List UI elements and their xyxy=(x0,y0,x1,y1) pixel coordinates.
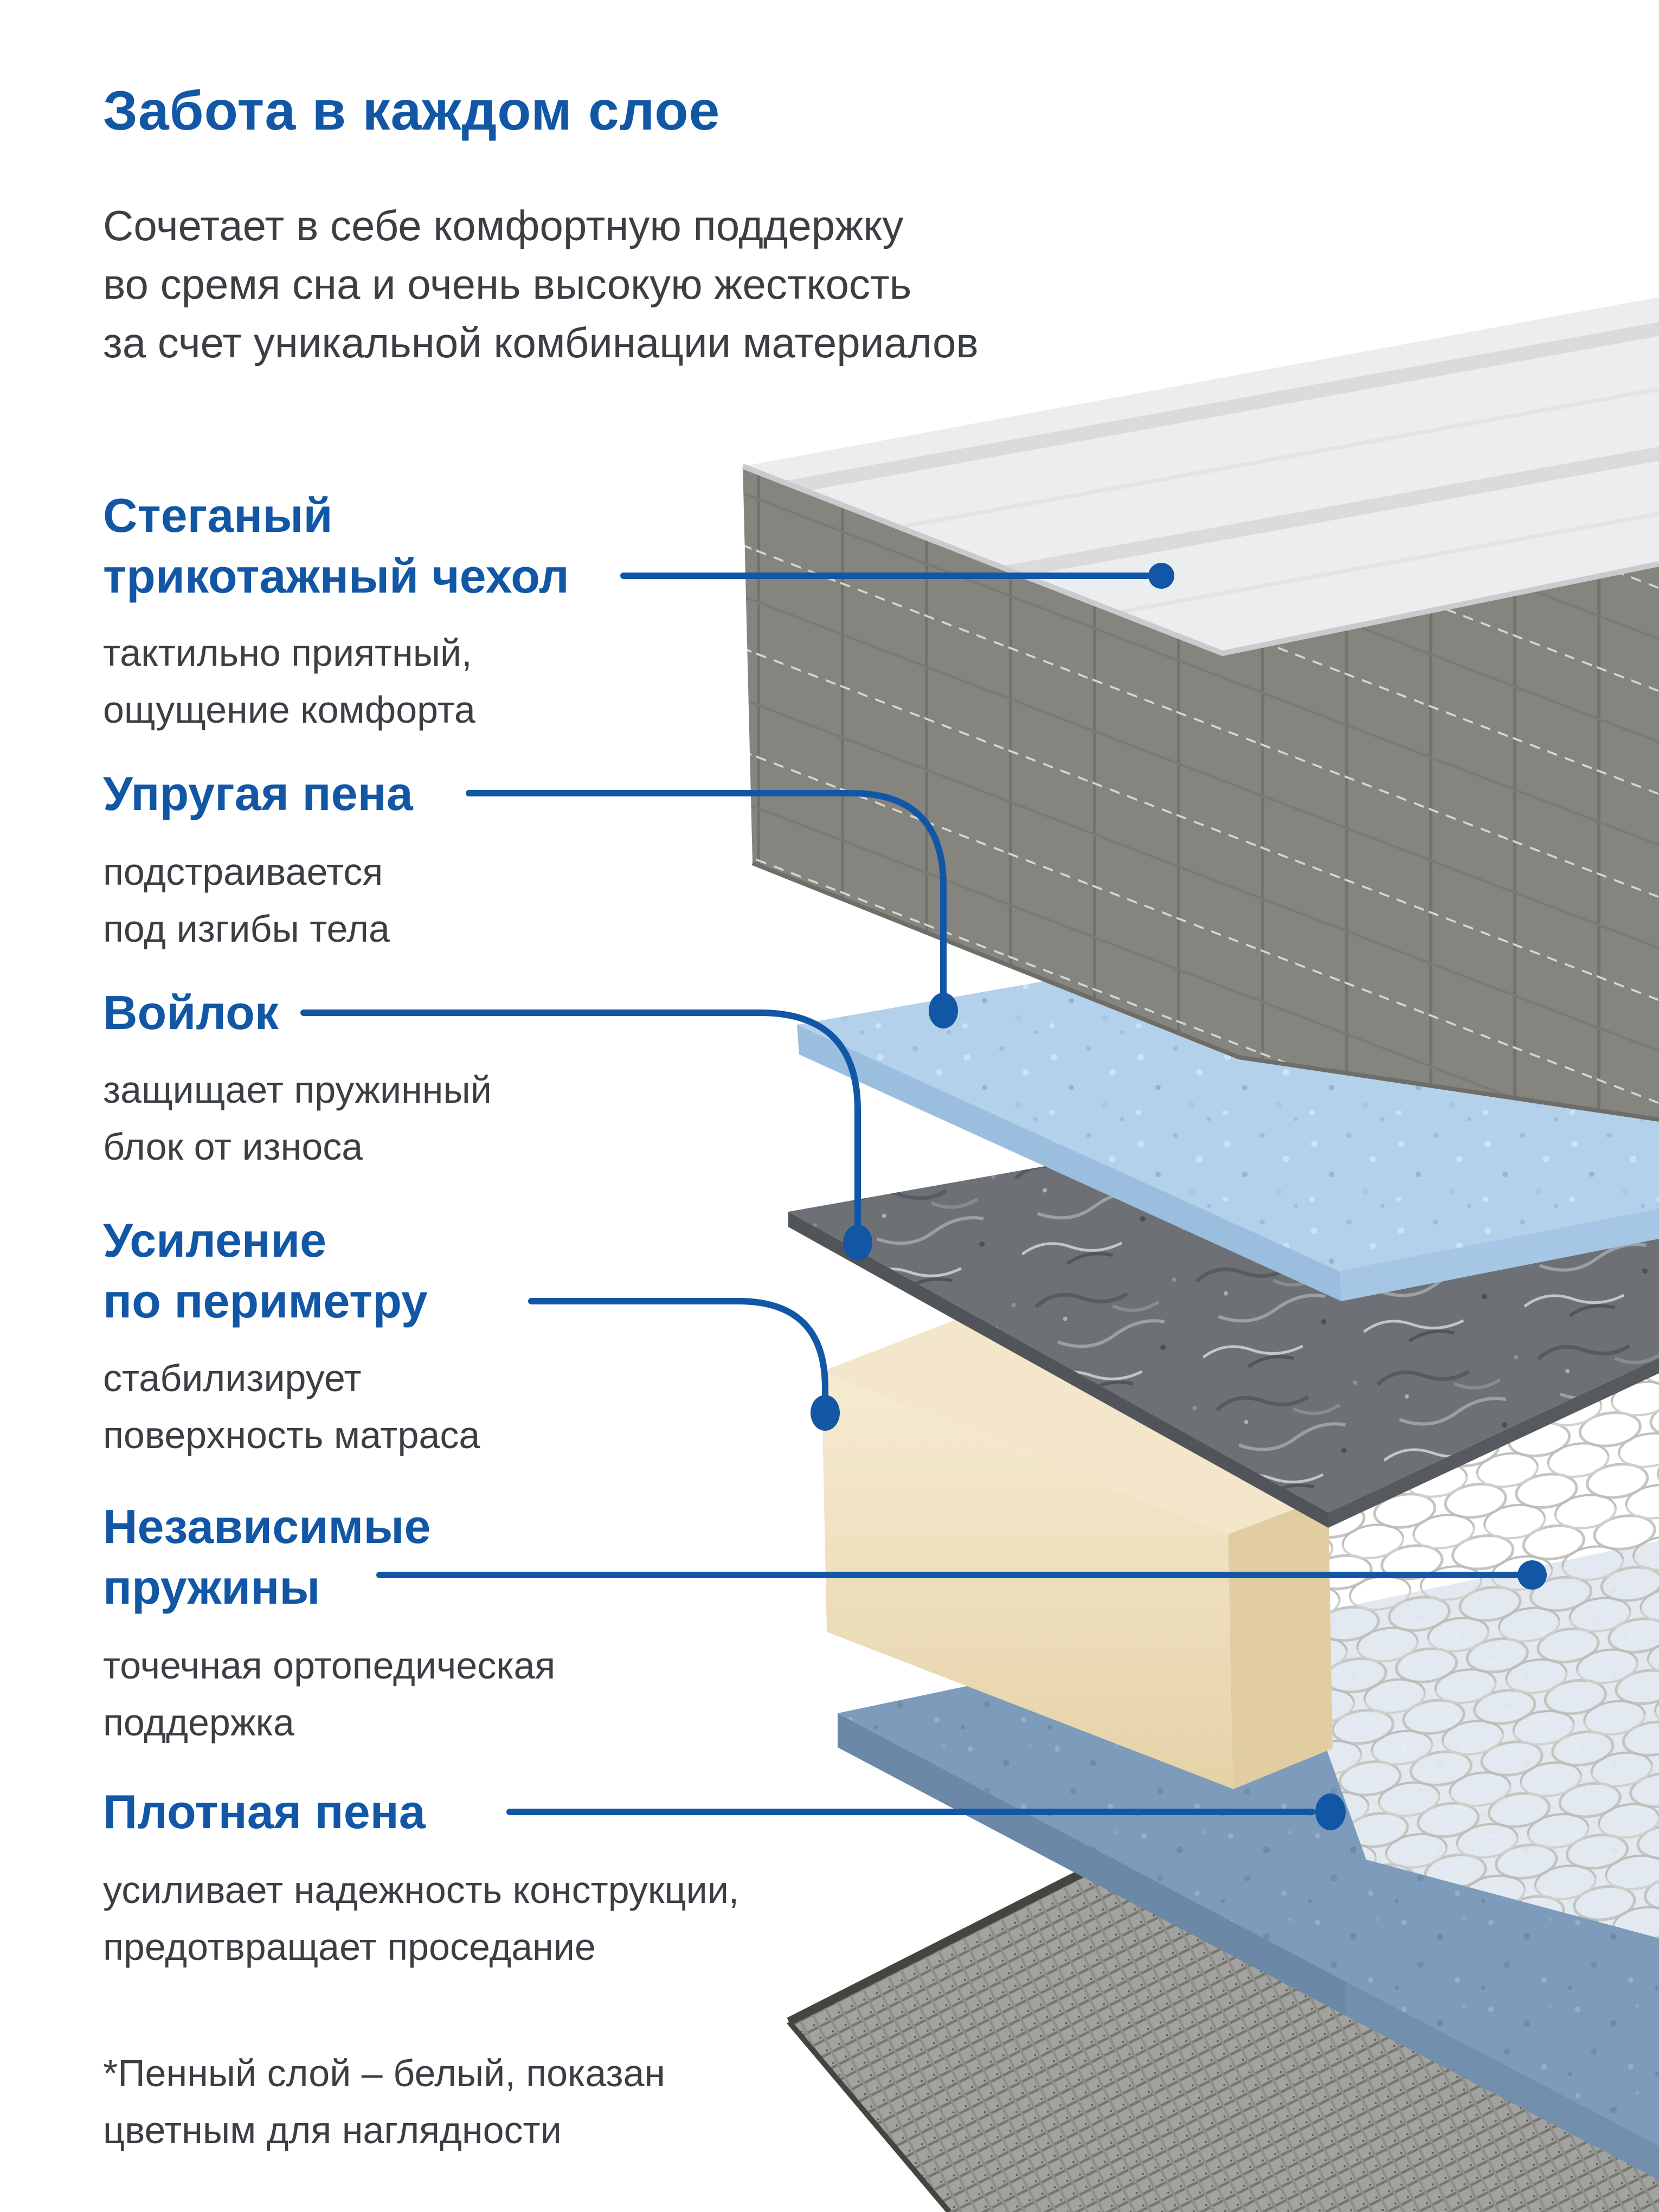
desc-line: защищает пружинный xyxy=(103,1069,492,1111)
label-elastic-foam: Упругая пена xyxy=(103,763,413,824)
desc-line: стабилизирует xyxy=(103,1357,362,1399)
intro-line: за счет уникальной комбинации материалов xyxy=(103,319,979,366)
label-dense-foam: Плотная пена xyxy=(103,1782,426,1842)
label-line: Усиление xyxy=(103,1213,327,1267)
callout-dot-dense-foam xyxy=(1315,1793,1346,1830)
desc-elastic-foam: подстраивается под изгибы тела xyxy=(103,844,390,957)
desc-dense-foam: усиливает надежность конструкции, предот… xyxy=(103,1862,739,1976)
callout-dot-cover xyxy=(1148,563,1174,589)
footnote: *Пенный слой – белый, показан цветным дл… xyxy=(103,2045,665,2159)
desc-perimeter: стабилизирует поверхность матраса xyxy=(103,1350,480,1464)
desc-springs: точечная ортопедическая поддержка xyxy=(103,1637,555,1751)
desc-line: точечная ортопедическая xyxy=(103,1644,556,1687)
desc-line: усиливает надежность конструкции, xyxy=(103,1869,740,1911)
footnote-line: *Пенный слой – белый, показан xyxy=(103,2052,666,2094)
label-line: Независимые xyxy=(103,1500,431,1553)
callout-dot-springs xyxy=(1517,1560,1547,1590)
page-title: Забота в каждом слое xyxy=(103,80,721,142)
callouts xyxy=(300,563,1547,1830)
desc-felt: защищает пружинный блок от износа xyxy=(103,1062,492,1175)
desc-line: ощущение комфорта xyxy=(103,689,475,731)
label-quilted-cover: Стеганый трикотажный чехол xyxy=(103,485,569,607)
desc-line: поддержка xyxy=(103,1701,294,1744)
label-line: по периметру xyxy=(103,1274,428,1328)
label-line: трикотажный чехол xyxy=(103,549,569,603)
desc-line: подстраивается xyxy=(103,851,383,893)
desc-line: блок от износа xyxy=(103,1126,363,1168)
intro-line: во сремя сна и очень высокую жесткость xyxy=(103,260,912,308)
desc-quilted-cover: тактильно приятный, ощущение комфорта xyxy=(103,625,475,738)
intro-paragraph: Сочетает в себе комфортную поддержку во … xyxy=(103,196,979,372)
desc-line: тактильно приятный, xyxy=(103,632,472,674)
desc-line: предотвращает проседание xyxy=(103,1926,596,1968)
label-felt: Войлок xyxy=(103,982,279,1043)
label-line: Упругая пена xyxy=(103,767,413,820)
label-springs: Независимые пружины xyxy=(103,1496,430,1618)
callout-line-felt xyxy=(300,1009,861,1229)
desc-line: под изгибы тела xyxy=(103,908,390,950)
label-perimeter: Усиление по периметру xyxy=(103,1210,428,1332)
callout-dot-felt xyxy=(843,1225,872,1261)
label-line: Плотная пена xyxy=(103,1785,426,1838)
intro-line: Сочетает в себе комфортную поддержку xyxy=(103,202,904,249)
label-line: Войлок xyxy=(103,986,279,1039)
callout-line-elastic-foam xyxy=(466,790,947,998)
layer-quilted-cover xyxy=(742,297,1659,1122)
callout-dot-elastic-foam xyxy=(929,993,958,1028)
footnote-line: цветным для наглядности xyxy=(103,2109,562,2151)
callout-line-perimeter xyxy=(528,1298,828,1399)
callout-dot-perimeter xyxy=(811,1395,840,1431)
label-line: Стеганый xyxy=(103,488,333,542)
label-line: пружины xyxy=(103,1560,320,1614)
desc-line: поверхность матраса xyxy=(103,1414,480,1456)
